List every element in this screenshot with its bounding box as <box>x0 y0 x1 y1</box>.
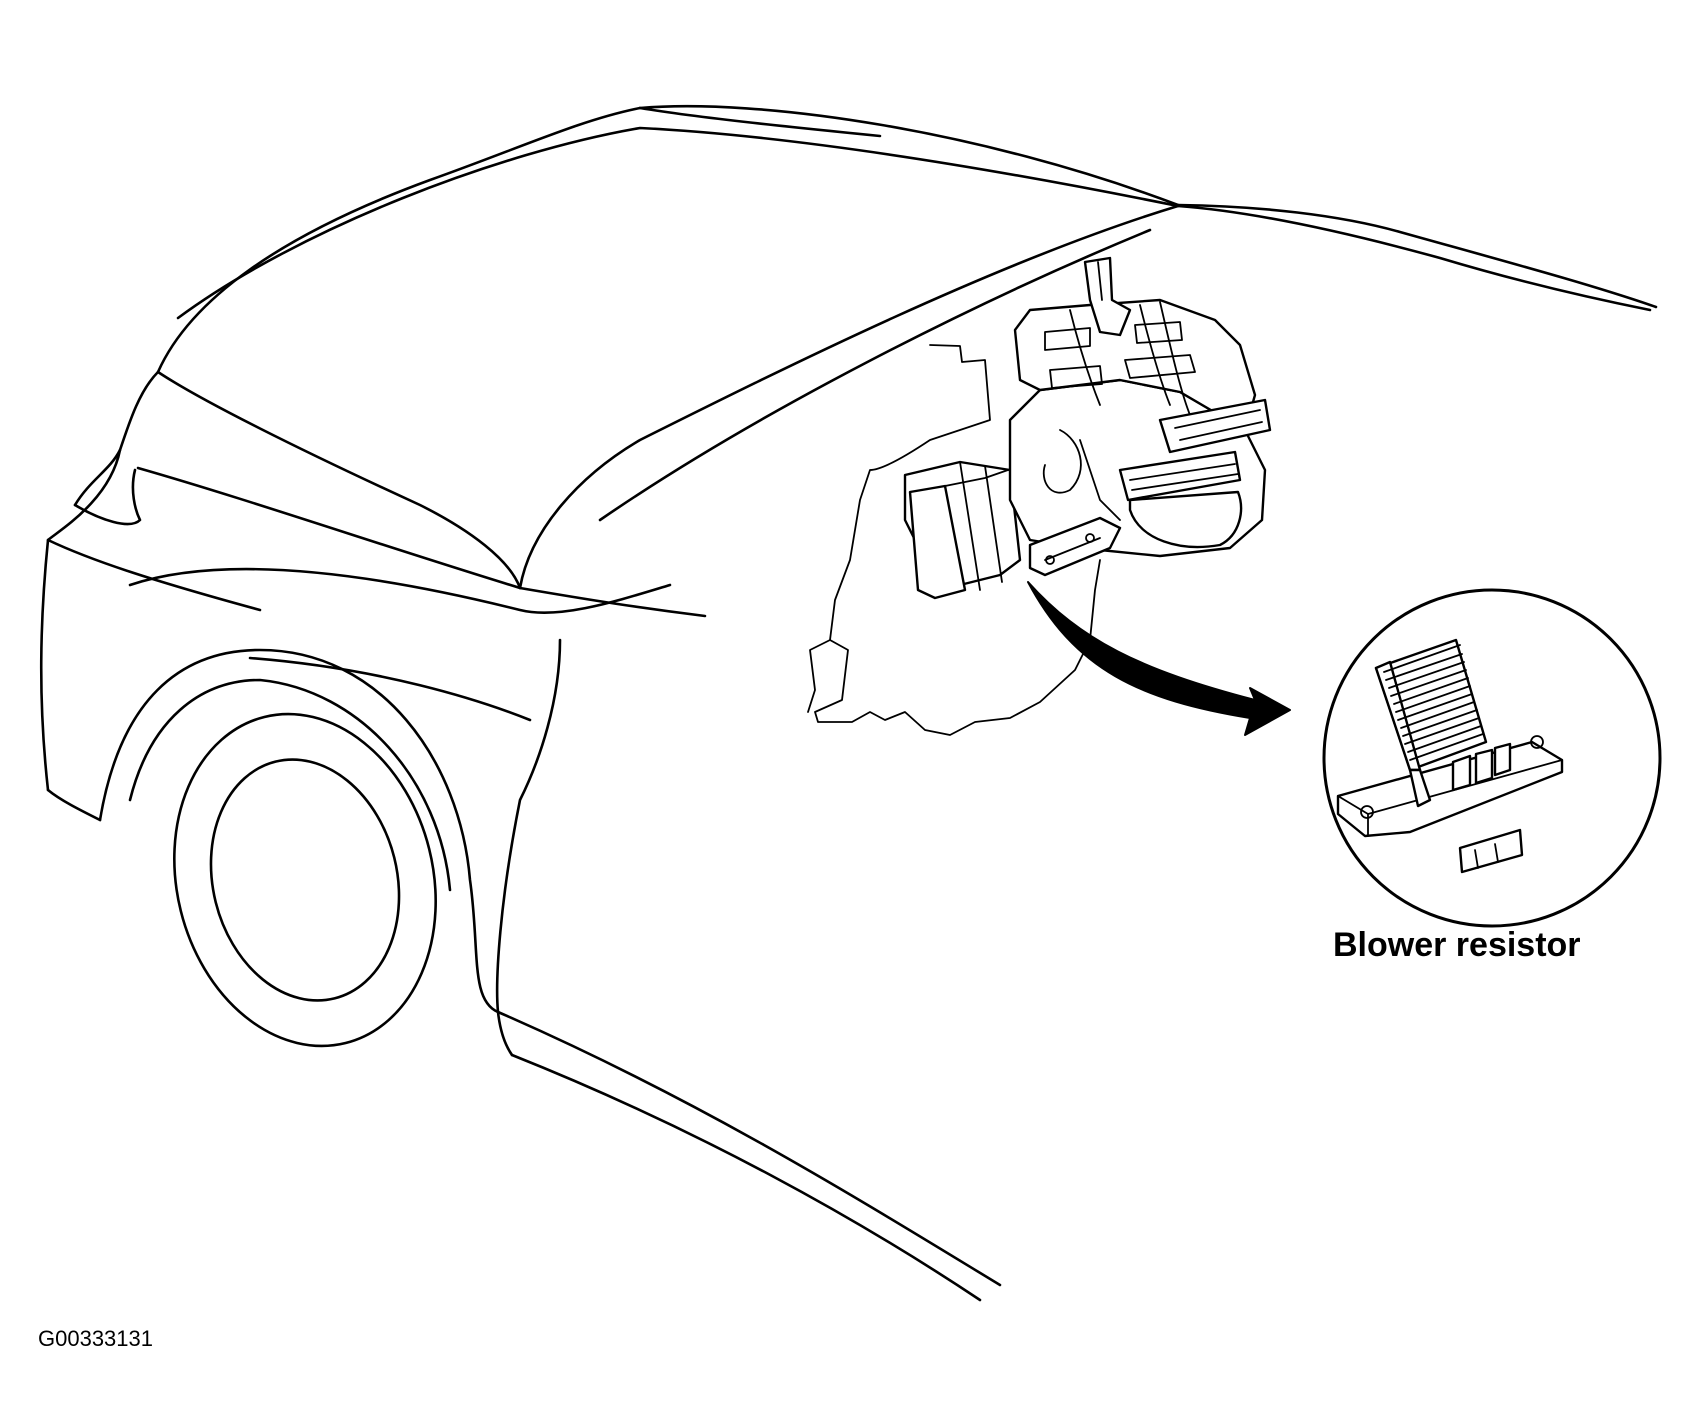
cutaway-outline <box>807 344 1101 736</box>
callout-arrow <box>1027 581 1291 736</box>
blower-resistor-label: Blower resistor <box>1333 926 1581 964</box>
blower-unit <box>903 256 1272 600</box>
figure-id: G00333131 <box>38 1326 153 1351</box>
car-outline <box>39 104 1658 1302</box>
blower-resistor-part <box>1336 638 1564 874</box>
